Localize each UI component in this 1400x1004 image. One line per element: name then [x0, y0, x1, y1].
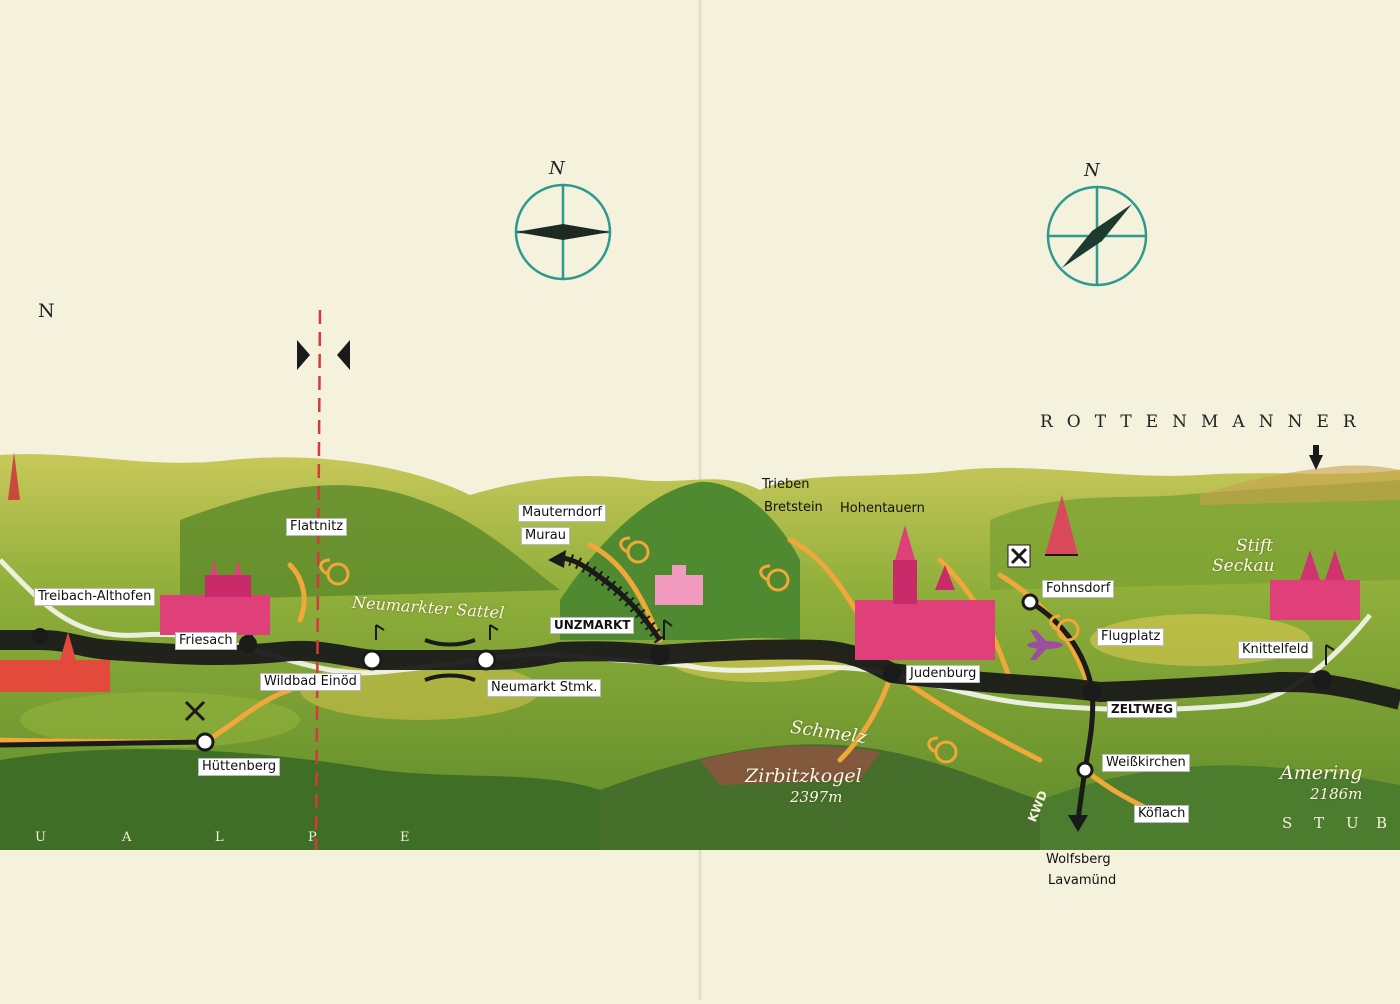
saualpe-letter: L [215, 830, 224, 845]
saualpe-ridge [0, 749, 600, 850]
place-flugplatz: Flugplatz [1097, 628, 1165, 647]
place-wildbad-einoed: Wildbad Einöd [260, 673, 361, 692]
place-mauterndorf: Mauterndorf [518, 504, 606, 523]
saualpe-letter: U [35, 830, 46, 845]
place-hohentauern: Hohentauern [840, 501, 925, 516]
stub-letter: B [1376, 814, 1388, 832]
compass-right-icon [1046, 185, 1148, 287]
region-rottenmanner: ROTTENMANNER [1040, 412, 1370, 432]
railway-murau [559, 555, 663, 642]
compass-right-label: N [1084, 160, 1100, 181]
arrow-down-icon [1309, 455, 1323, 470]
compass-left-label: N [549, 158, 565, 179]
place-lavamuend: Lavamünd [1048, 873, 1117, 888]
town-friesach [160, 560, 270, 635]
border-marker-left [297, 340, 310, 370]
stub-letter: T [1314, 814, 1325, 832]
place-knittelfeld: Knittelfeld [1238, 641, 1313, 660]
compass-left-icon [514, 183, 612, 281]
far-hills-right [1200, 465, 1400, 505]
town-treibach [0, 452, 110, 692]
mountain-zirbitzkogel-height: 2397m [790, 788, 843, 806]
kwd-arrow [1068, 815, 1088, 832]
saualpe-letter: A [122, 830, 132, 845]
north-marker: N [38, 300, 55, 322]
place-bretstein: Bretstein [764, 500, 823, 515]
state-border [314, 309, 322, 851]
place-judenburg: Judenburg [906, 665, 981, 684]
label-seckau: Seckau [1212, 556, 1275, 576]
town-judenburg [855, 525, 995, 660]
railway-arrow [548, 550, 566, 568]
pass-symbol [424, 638, 476, 682]
castle-murau [655, 565, 703, 605]
airplane-icon [1027, 630, 1063, 660]
label-stift: Stift [1236, 536, 1274, 556]
main-road [0, 630, 1400, 710]
place-unzmarkt: UNZMARKT [550, 617, 635, 635]
stations [32, 593, 1332, 779]
mountain-amering: Amering [1280, 762, 1363, 784]
arrow-down-stem [1313, 445, 1319, 457]
place-trieben: Trieben [762, 477, 810, 492]
mine-tower-fohnsdorf [1045, 495, 1078, 556]
mining-icon [184, 544, 1031, 722]
stub-letter: S [1282, 814, 1293, 832]
place-zeltweg: ZELTWEG [1107, 701, 1178, 719]
place-koeflach: Köflach [1134, 805, 1190, 824]
border-marker-right [337, 340, 350, 370]
stub-letter: U [1346, 814, 1359, 832]
stub-ridge [1040, 765, 1400, 850]
place-weisskirchen: Weißkirchen [1102, 754, 1190, 773]
place-flattnitz: Flattnitz [286, 518, 348, 537]
saualpe-letter: P [308, 830, 317, 845]
right-ridge [990, 480, 1400, 590]
saualpe-letter: E [400, 830, 410, 845]
place-treibach-althofen: Treibach-Althofen [34, 588, 156, 607]
mountain-zirbitzkogel: Zirbitzkogel [745, 765, 862, 787]
post-horn-icon [319, 536, 1080, 764]
mountain-amering-height: 2186m [1310, 785, 1363, 803]
place-fohnsdorf: Fohnsdorf [1042, 580, 1115, 599]
town-seckau [1270, 550, 1360, 620]
zirbitz-slope [700, 746, 880, 785]
place-huettenberg: Hüttenberg [198, 758, 281, 777]
field-patch [20, 692, 300, 748]
back-ridge [180, 485, 560, 600]
road-kwd [1028, 599, 1096, 821]
place-friesach: Friesach [175, 632, 237, 651]
road-huettenberg [0, 739, 206, 748]
place-neumarkt: Neumarkt Stmk. [487, 679, 602, 698]
place-murau: Murau [521, 527, 571, 546]
place-wolfsberg: Wolfsberg [1046, 852, 1111, 867]
